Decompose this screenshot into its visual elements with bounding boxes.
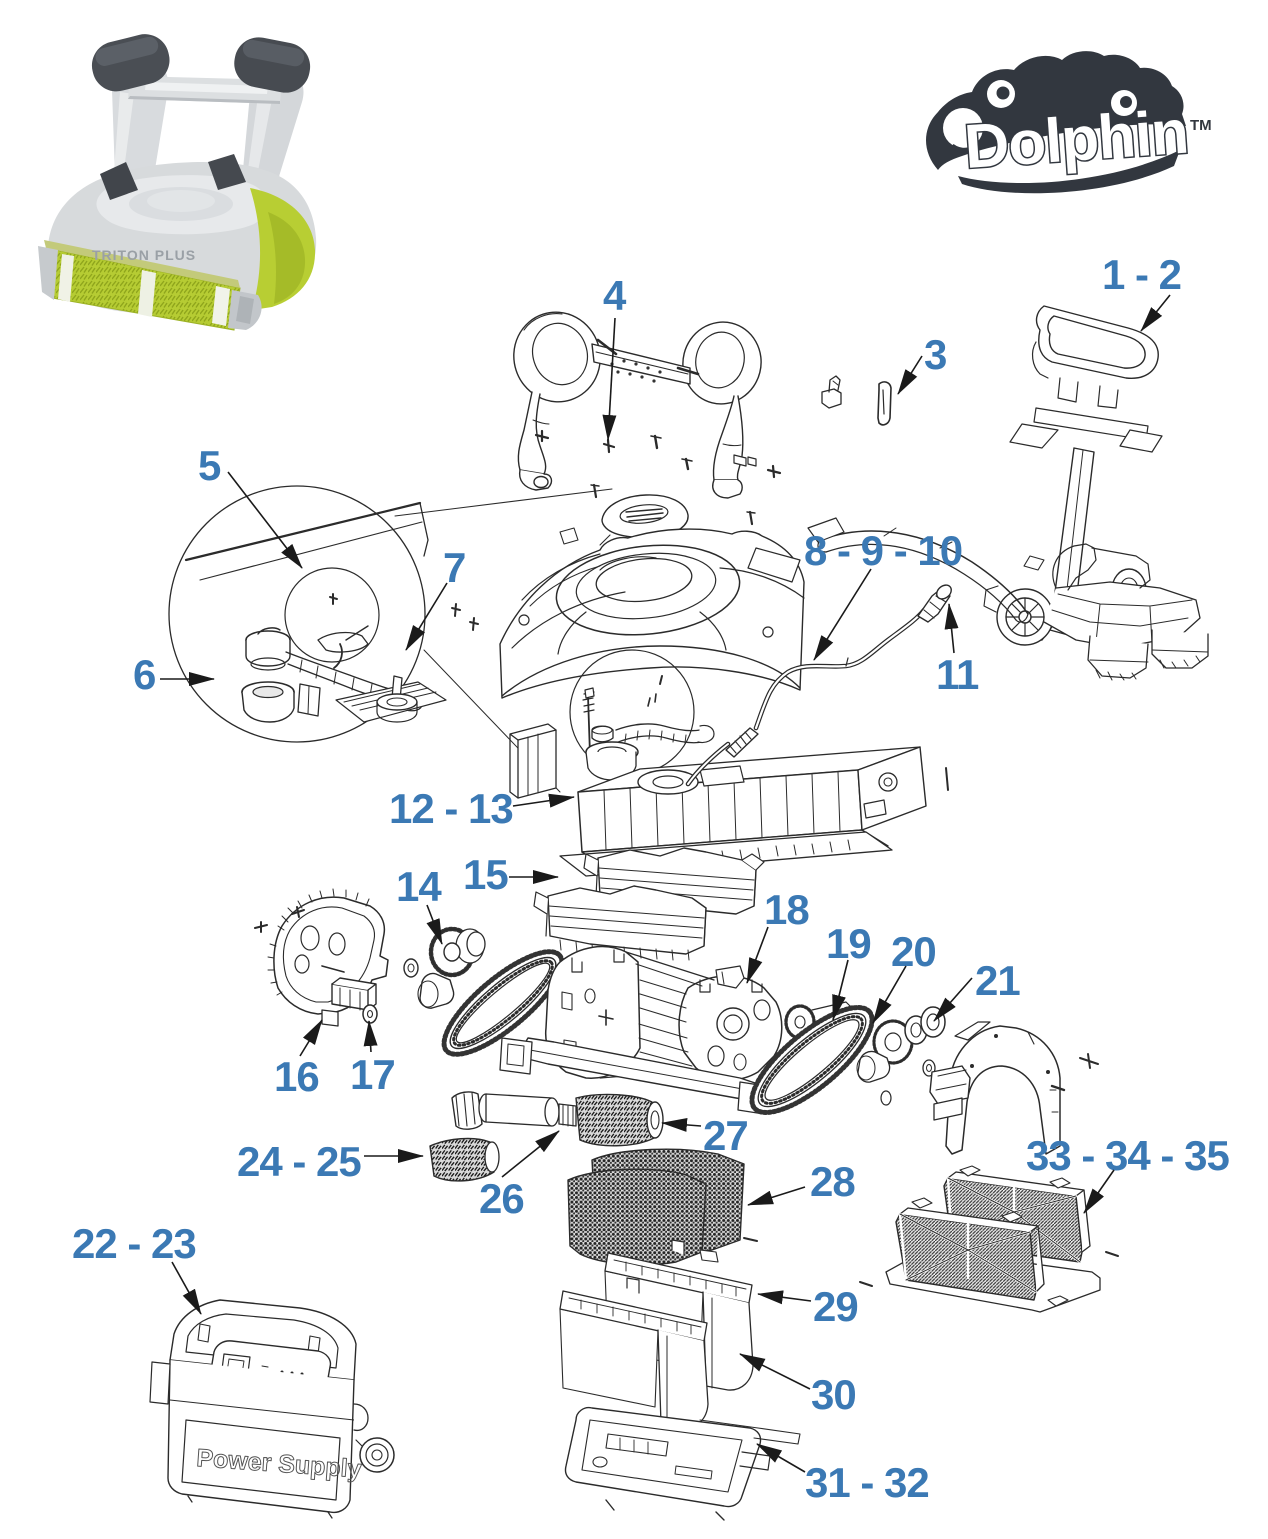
svg-text:18: 18 bbox=[764, 886, 809, 933]
svg-text:29: 29 bbox=[813, 1283, 858, 1330]
svg-text:15: 15 bbox=[463, 851, 508, 898]
svg-text:20: 20 bbox=[891, 928, 936, 975]
svg-text:30: 30 bbox=[811, 1371, 856, 1418]
svg-text:22 - 23: 22 - 23 bbox=[72, 1220, 196, 1267]
svg-text:8 - 9 - 10: 8 - 9 - 10 bbox=[804, 527, 962, 574]
svg-text:3: 3 bbox=[924, 331, 946, 378]
svg-text:19: 19 bbox=[826, 920, 871, 967]
svg-text:14: 14 bbox=[396, 863, 442, 910]
svg-text:33 - 34 - 35: 33 - 34 - 35 bbox=[1026, 1132, 1229, 1179]
svg-text:26: 26 bbox=[479, 1175, 524, 1222]
svg-text:11: 11 bbox=[936, 651, 979, 698]
svg-text:1 - 2: 1 - 2 bbox=[1102, 251, 1181, 298]
svg-text:27: 27 bbox=[703, 1112, 748, 1159]
svg-text:24 - 25: 24 - 25 bbox=[237, 1138, 361, 1185]
svg-text:TM: TM bbox=[1190, 117, 1212, 134]
svg-text:17: 17 bbox=[350, 1051, 395, 1098]
svg-text:21: 21 bbox=[975, 957, 1020, 1004]
svg-text:TRITON PLUS: TRITON PLUS bbox=[92, 247, 196, 263]
svg-text:16: 16 bbox=[274, 1053, 319, 1100]
svg-text:4: 4 bbox=[603, 272, 627, 319]
svg-text:31 - 32: 31 - 32 bbox=[805, 1459, 929, 1506]
svg-text:7: 7 bbox=[443, 544, 465, 591]
svg-text:Dolphin: Dolphin bbox=[962, 98, 1190, 182]
svg-text:6: 6 bbox=[133, 651, 155, 698]
svg-text:28: 28 bbox=[810, 1158, 855, 1205]
svg-text:5: 5 bbox=[198, 442, 221, 489]
svg-text:12 - 13: 12 - 13 bbox=[389, 785, 513, 832]
